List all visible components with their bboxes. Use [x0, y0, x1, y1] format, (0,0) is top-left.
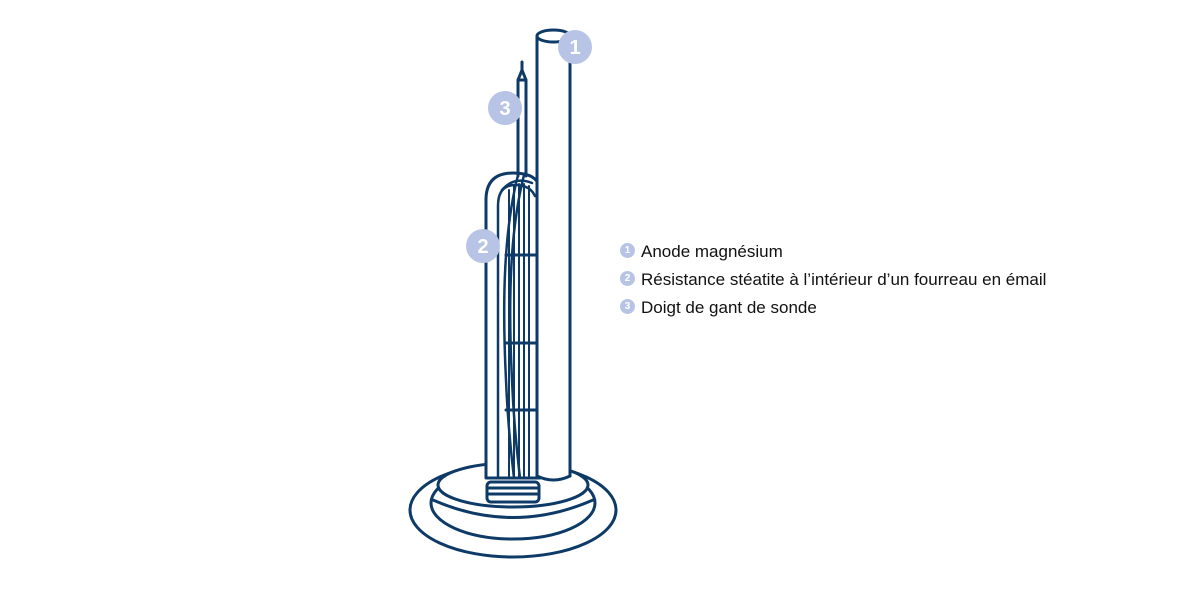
legend-number-badge: 2	[620, 270, 635, 286]
magnesium-anode	[535, 28, 572, 482]
probe-thermowell	[516, 60, 528, 178]
legend-label: Résistance stéatite à l’intérieur d’un f…	[641, 270, 1047, 289]
legend-item-probe: 3 Doigt de gant de sonde	[620, 294, 1180, 322]
svg-text:2: 2	[477, 236, 488, 258]
resistance-sheath	[484, 171, 542, 480]
svg-text:3: 3	[499, 98, 510, 120]
legend-item-resistance: 2 Résistance stéatite à l’intérieur d’un…	[620, 266, 1180, 294]
svg-text:1: 1	[569, 37, 580, 59]
legend-label: Doigt de gant de sonde	[641, 298, 817, 317]
callout-badge-1: 1	[558, 30, 592, 64]
legend-item-anode: 1 Anode magnésium	[620, 238, 1180, 266]
legend-number-badge: 1	[620, 242, 635, 258]
base-flange	[408, 461, 618, 559]
legend-label: Anode magnésium	[641, 242, 783, 261]
callout-badge-3: 3	[488, 91, 522, 125]
legend: 1 Anode magnésium 2 Résistance stéatite …	[620, 238, 1180, 322]
callout-badge-2: 2	[466, 229, 500, 263]
legend-number-badge: 3	[620, 298, 635, 314]
